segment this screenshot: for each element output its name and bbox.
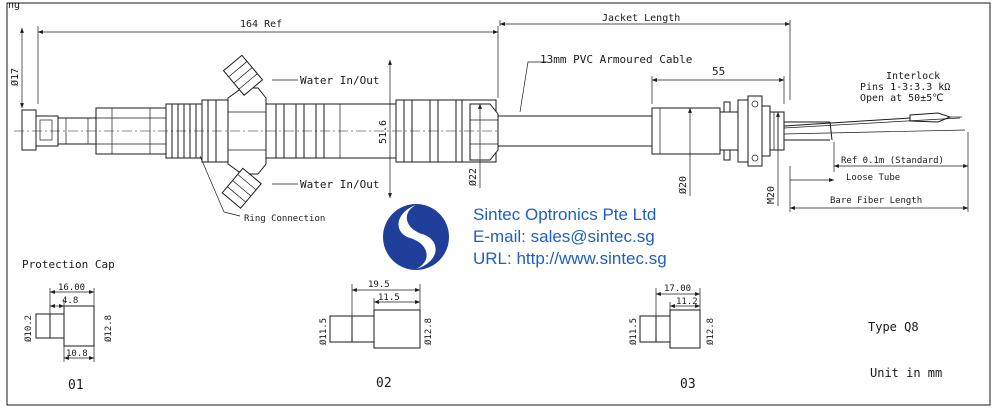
dim-d22: Ø22 [467,168,479,186]
drawing-frame [6,2,991,406]
unit-label: Unit in mm [870,366,942,380]
dim-bare-fiber-length: Bare Fiber Length [830,196,922,206]
cap-02-d-left: Ø11.5 [318,318,329,345]
cap-01-w-mid: 4.8 [62,296,78,306]
cap-02-d-right: Ø12.8 [423,318,434,345]
connector-assembly [21,54,966,209]
cap-03-w-top: 17.00 [664,284,691,294]
label-cable: 13mm PVC Armoured Cable [540,53,692,66]
label-water-bottom: Water In/Out [300,178,379,191]
cap-03-d-left: Ø11.5 [628,318,639,345]
cap-03-w-mid: 11.2 [676,297,698,307]
cap-01-d-left: Ø10.2 [23,315,34,342]
dim-164-ref: 164 Ref [240,19,282,30]
company-logo [383,204,449,270]
dim-55: 55 [712,65,725,78]
dim-ref-0-1m: Ref 0.1m (Standard) [841,156,944,166]
cap-03-number: 03 [680,377,696,392]
label-ring-connection: Ring Connection [244,214,325,224]
cap-01 [35,288,95,362]
label-interlock: Interlock [886,71,940,82]
dim-loose-tube: Loose Tube [846,173,900,183]
cap-02 [329,284,421,349]
dim-jacket-length: Jacket Length [602,13,680,24]
cap-01-w-top: 16.00 [58,283,85,293]
label-open-temp: Open at 50±5℃ [860,93,943,104]
dim-m20: M20 [766,186,777,204]
protection-cap-title: Protection Cap [22,258,115,271]
dim-51-6: 51.6 [378,120,389,144]
label-water-top: Water In/Out [300,74,379,87]
company-url: URL: http://www.sintec.sg [473,249,667,268]
type-label: Type Q8 [868,320,919,334]
cap-01-d-right: Ø12.8 [103,315,114,342]
label-pins: Pins 1-3:3.3 kΩ [860,82,950,93]
top-corner-text: ng [8,0,20,11]
cap-02-number: 02 [376,376,392,391]
cap-02-w-top: 19.5 [368,280,390,290]
cap-03-d-right: Ø12.8 [705,318,716,345]
cap-01-number: 01 [68,378,84,393]
dim-d20: Ø20 [677,176,689,194]
company-email: E-mail: sales@sintec.sg [473,227,655,246]
cap-03 [639,288,701,349]
cap-02-w-mid: 11.5 [378,293,400,303]
dim-d17: Ø17 [9,68,21,86]
cap-01-w-bottom: 10.8 [66,349,88,359]
company-name: Sintec Optronics Pte Ltd [473,205,656,224]
